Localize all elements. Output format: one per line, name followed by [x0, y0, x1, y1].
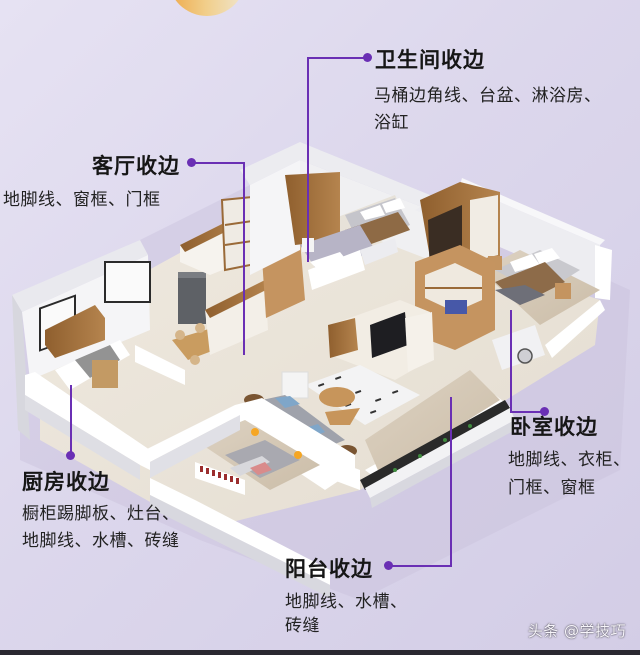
living-room-title: 客厅收边 — [92, 154, 180, 178]
living-room-connector-h — [192, 162, 245, 164]
kitchen-desc-line1: 橱柜踢脚板、灶台、 — [22, 504, 180, 524]
living-room-marker-dot — [187, 158, 196, 167]
balcony-connector-v — [450, 397, 452, 567]
bathroom-connector-v — [307, 57, 309, 262]
living-room-connector-v — [243, 162, 245, 355]
bathroom-desc-line1: 马桶边角线、台盆、淋浴房、 — [374, 86, 602, 106]
bathroom-marker-dot — [363, 53, 372, 62]
bedroom-title: 卧室收边 — [510, 415, 598, 439]
balcony-connector-h — [388, 565, 452, 567]
balcony-desc-line2: 砖缝 — [285, 616, 320, 636]
kitchen-marker-dot — [66, 451, 75, 460]
balcony-marker-dot — [384, 561, 393, 570]
bedroom-marker-dot — [540, 407, 549, 416]
balcony-desc-line1: 地脚线、水槽、 — [285, 592, 408, 612]
kitchen-connector-v — [70, 385, 72, 455]
balcony-title: 阳台收边 — [285, 557, 373, 581]
bedroom-connector-h — [510, 411, 544, 413]
living-room-desc: 地脚线、窗框、门框 — [3, 190, 161, 210]
watermark: 头条 @学技巧 — [527, 622, 626, 640]
bathroom-connector-h — [308, 57, 368, 59]
bottom-bar — [0, 650, 640, 655]
bathroom-desc-line2: 浴缸 — [374, 113, 409, 133]
bedroom-connector-v — [510, 310, 512, 413]
bedroom-desc-line1: 地脚线、衣柜、 — [508, 450, 631, 470]
bedroom-desc-line2: 门框、窗框 — [508, 478, 596, 498]
bathroom-title: 卫生间收边 — [375, 48, 485, 72]
kitchen-title: 厨房收边 — [22, 470, 110, 494]
kitchen-desc-line2: 地脚线、水槽、砖缝 — [22, 531, 180, 551]
